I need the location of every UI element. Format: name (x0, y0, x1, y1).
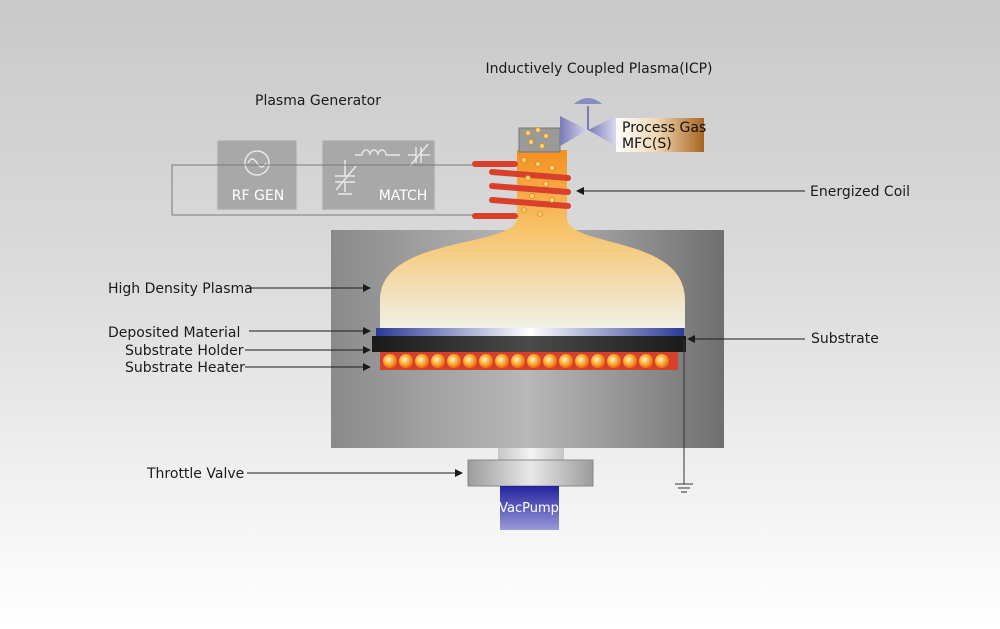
high-density-plasma (380, 150, 685, 328)
energized-coil (472, 161, 571, 219)
substrate-holder-label: Substrate Holder (125, 343, 244, 359)
throttle-valve (467, 459, 594, 487)
substrate-label: Substrate (811, 331, 879, 347)
throttle-valve-label: Throttle Valve (146, 466, 244, 482)
sine-wave-icon (244, 150, 270, 176)
variable-capacitor-icon-2 (408, 143, 430, 167)
diagram-title: Inductively Coupled Plasma(ICP) (486, 61, 713, 77)
ground-icon (675, 340, 693, 493)
process-gas-label: Process Gas (622, 120, 706, 136)
deposited-material (376, 328, 684, 336)
gas-particles (521, 127, 555, 217)
deposited-material-label: Deposited Material (108, 325, 240, 341)
valve-icon (560, 98, 616, 146)
circuit-wiring (171, 164, 475, 216)
energized-coil-label: Energized Coil (810, 184, 910, 200)
inductor-icon (355, 149, 400, 156)
vacuum-pump (500, 486, 559, 530)
heater-elements (383, 354, 669, 368)
variable-capacitor-icon (335, 160, 357, 195)
substrate-heater-label: Substrate Heater (125, 360, 245, 376)
exhaust-channel (498, 448, 564, 462)
rf-gen-label: RF GEN (232, 188, 284, 204)
vacpump-label: VacPump (499, 501, 559, 516)
high-density-plasma-label: High Density Plasma (108, 281, 253, 297)
leader-lines (245, 187, 805, 477)
process-gas-box (616, 118, 704, 152)
substrate-holder (372, 336, 686, 352)
plasma-generator-label: Plasma Generator (255, 93, 381, 109)
match-label: MATCH (379, 188, 428, 204)
rf-generator-box: RF GEN (216, 139, 298, 211)
match-network-box: MATCH (321, 139, 436, 211)
mfc-label: MFC(S) (622, 136, 672, 152)
